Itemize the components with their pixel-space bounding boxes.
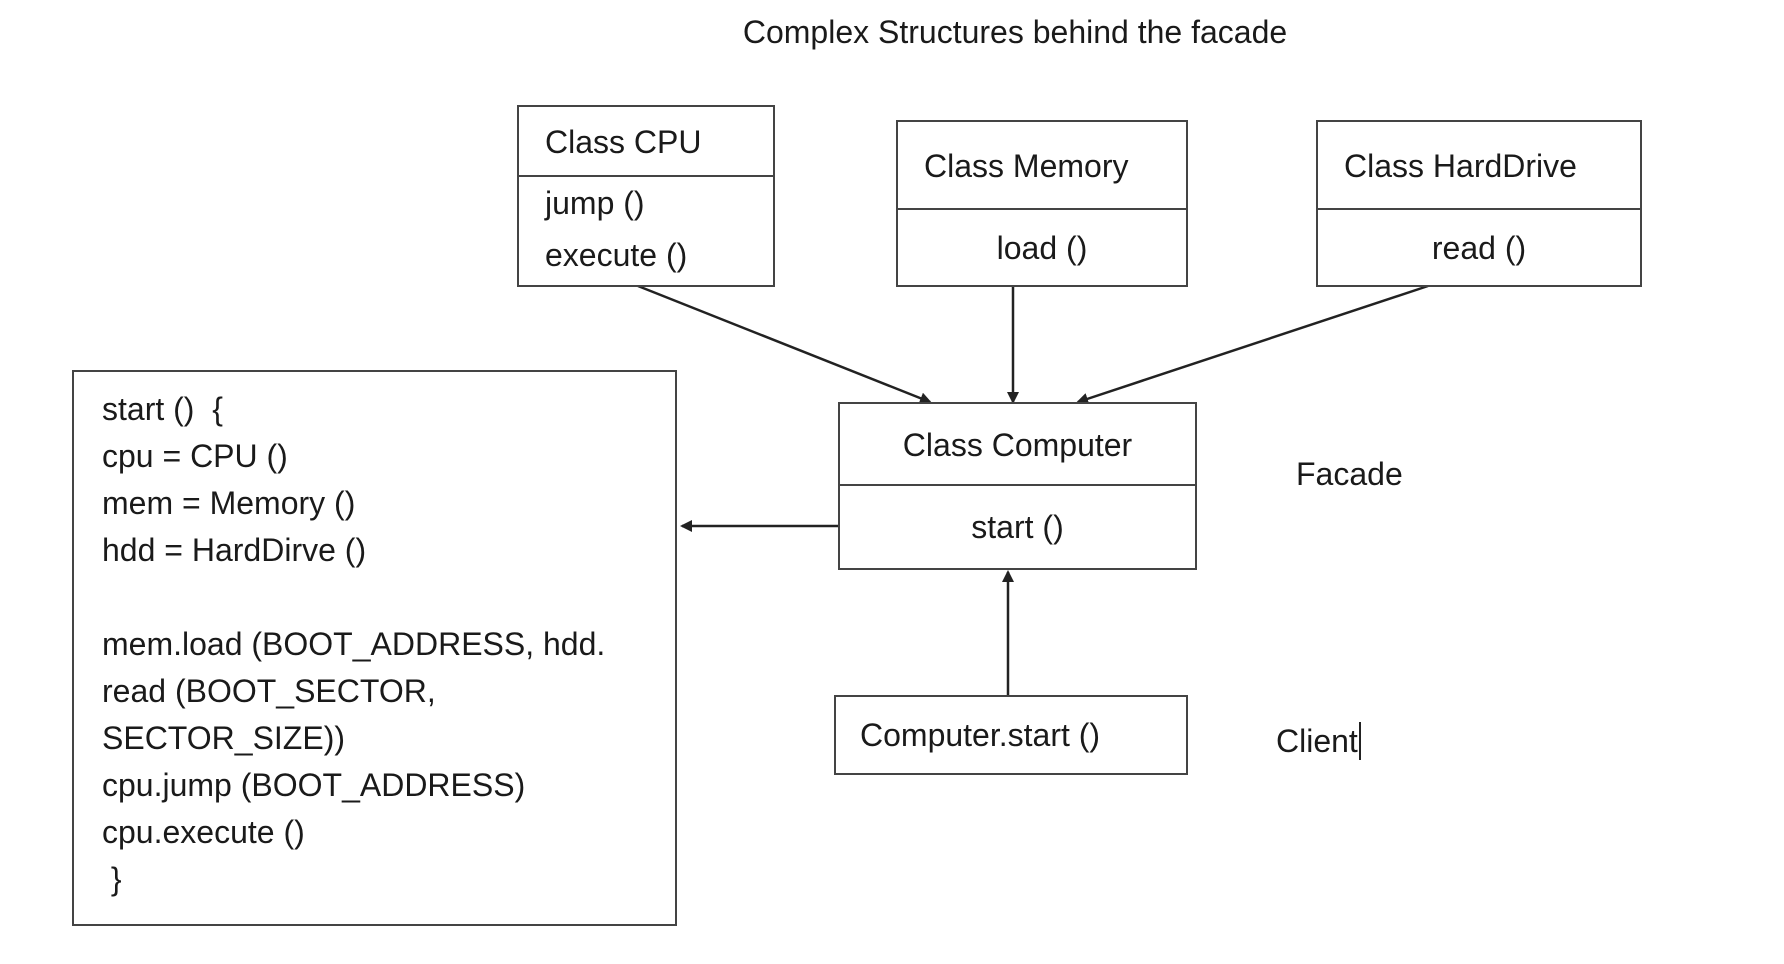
text-cursor-icon — [1358, 722, 1361, 760]
code-line: mem.load (BOOT_ADDRESS, hdd. — [102, 626, 606, 662]
code-line: } — [102, 861, 122, 897]
arrow-cpu-to-computer — [637, 284, 932, 404]
class-cpu-name: Class CPU — [519, 107, 773, 177]
code-line: hdd = HardDirve () — [102, 532, 367, 568]
diagram-title: Complex Structures behind the facade — [742, 14, 1288, 50]
method-jump: jump () — [545, 185, 645, 221]
client-label: Client — [1276, 723, 1358, 759]
method-execute: execute () — [545, 237, 688, 273]
class-harddrive-box: Class HardDrive read () — [1316, 120, 1642, 287]
facade-label: Facade — [1296, 456, 1403, 492]
code-line: cpu = CPU () — [102, 438, 288, 474]
code-line: read (BOOT_SECTOR, — [102, 673, 436, 709]
class-memory-methods: load () — [898, 210, 1186, 286]
client-call-text: Computer.start () — [860, 717, 1101, 753]
start-method-code-box: start () { cpu = CPU () mem = Memory () … — [72, 370, 677, 926]
code-line: start () { — [102, 391, 223, 427]
class-computer-name: Class Computer — [840, 404, 1195, 486]
arrow-harddrive-to-computer — [1076, 284, 1429, 405]
code-line: cpu.jump (BOOT_ADDRESS) — [102, 767, 526, 803]
method-read: read () — [1431, 230, 1527, 266]
client-call-box: Computer.start () — [834, 695, 1188, 775]
method-load: load () — [996, 230, 1088, 266]
class-memory-name: Class Memory — [898, 122, 1186, 210]
client-label-wrap: Client — [1276, 722, 1361, 760]
class-cpu-methods: jump () execute () — [519, 177, 773, 281]
class-cpu-box: Class CPU jump () execute () — [517, 105, 775, 287]
code-line: mem = Memory () — [102, 485, 356, 521]
class-computer-box: Class Computer start () — [838, 402, 1197, 570]
method-start: start () — [971, 509, 1064, 545]
class-harddrive-name: Class HardDrive — [1318, 122, 1640, 210]
class-memory-box: Class Memory load () — [896, 120, 1188, 287]
code-line: SECTOR_SIZE)) — [102, 720, 345, 756]
class-harddrive-methods: read () — [1318, 210, 1640, 286]
code-line — [102, 574, 675, 621]
code-line: cpu.execute () — [102, 814, 305, 850]
class-computer-methods: start () — [840, 486, 1195, 568]
